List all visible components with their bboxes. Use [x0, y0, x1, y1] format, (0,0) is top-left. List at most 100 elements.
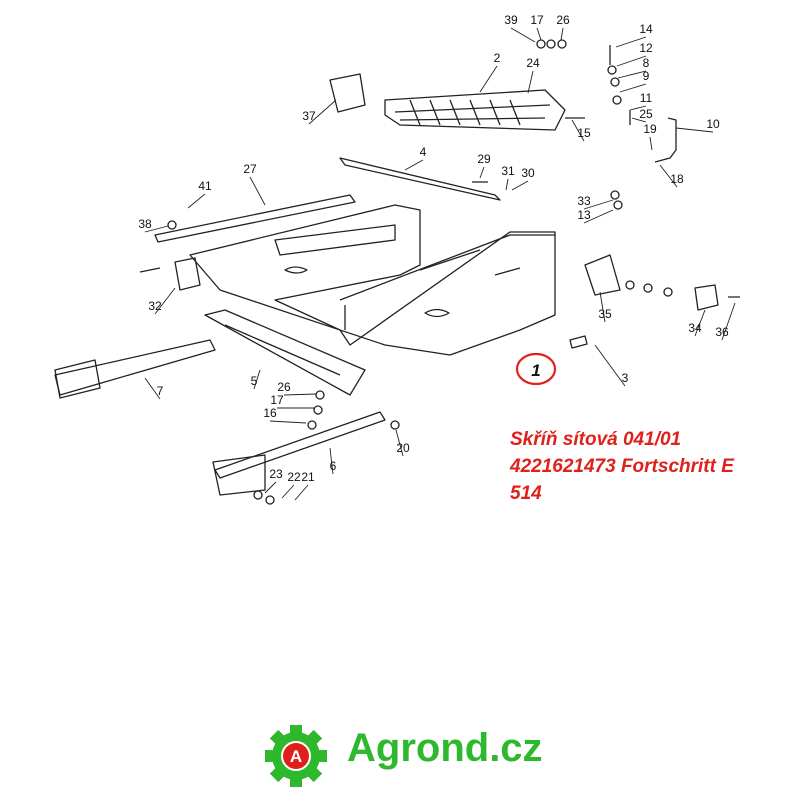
- part-label-8: 8: [643, 56, 650, 70]
- part-caption: Skříň sítová 041/01 4221621473 Fortschri…: [510, 426, 790, 507]
- leader-line: [510, 27, 536, 43]
- leader-line: [583, 199, 614, 210]
- caption-model: 514: [510, 483, 542, 504]
- leader-line: [619, 83, 647, 93]
- leader-line: [253, 369, 261, 390]
- logo-badge: [283, 743, 309, 769]
- leader-line: [283, 393, 317, 396]
- part-label-31: 31: [501, 164, 515, 178]
- leader-line: [249, 176, 266, 206]
- part-label-34: 34: [688, 321, 702, 335]
- leader-line: [395, 429, 404, 457]
- leader-line: [594, 344, 626, 387]
- highlighted-part-label: 1: [531, 361, 540, 380]
- bracket-34: [694, 284, 719, 311]
- part-label-27: 27: [243, 162, 257, 176]
- brand-name[interactable]: Agrond.cz: [347, 726, 543, 770]
- part-label-37: 37: [302, 109, 316, 123]
- part-label-36: 36: [715, 325, 729, 339]
- leader-line: [536, 27, 542, 41]
- caption-part-number: 4221621473 Fortschritt E: [510, 456, 734, 477]
- part-label-10: 10: [706, 117, 720, 131]
- leader-line: [659, 164, 678, 188]
- arm-7: [54, 339, 216, 396]
- leader-line: [511, 180, 529, 191]
- part-label-15: 15: [577, 126, 591, 140]
- leader-line: [616, 55, 647, 67]
- part-label-29: 29: [477, 152, 491, 166]
- leader-line: [144, 225, 169, 233]
- part-label-22: 22: [287, 470, 301, 484]
- logo-letter: A: [290, 747, 302, 766]
- top-tray: [384, 89, 566, 131]
- part-label-21: 21: [301, 470, 315, 484]
- leader-line: [269, 420, 307, 424]
- leader-line: [631, 117, 647, 123]
- leader-line: [144, 377, 161, 400]
- leader-line: [694, 309, 706, 337]
- part-label-3: 3: [622, 371, 629, 385]
- part-label-32: 32: [148, 299, 162, 313]
- part-label-5: 5: [251, 374, 258, 388]
- leader-line: [404, 159, 424, 171]
- part-label-14: 14: [639, 22, 653, 36]
- arm-6: [214, 411, 386, 479]
- part-label-23: 23: [269, 467, 283, 481]
- part-label-7: 7: [157, 384, 164, 398]
- part-label-26: 26: [556, 13, 570, 27]
- part-label-4: 4: [420, 145, 427, 159]
- part-label-30: 30: [521, 166, 535, 180]
- part-label-18: 18: [670, 172, 684, 186]
- part-label-19: 19: [643, 122, 657, 136]
- part-label-35: 35: [598, 307, 612, 321]
- part-label-9: 9: [643, 69, 650, 83]
- leader-line: [479, 65, 498, 93]
- part-label-38: 38: [138, 217, 152, 231]
- handle-10: [654, 117, 677, 163]
- part-label-2: 2: [494, 51, 501, 65]
- leader-line: [294, 484, 309, 501]
- part-3: [569, 335, 588, 349]
- part-label-39: 39: [504, 13, 518, 27]
- strip-27: [154, 194, 356, 243]
- part-label-16: 16: [263, 406, 277, 420]
- bar-4: [339, 157, 501, 201]
- leader-line: [329, 447, 334, 475]
- part-label-13: 13: [577, 208, 591, 222]
- leader-line: [479, 166, 485, 179]
- part-label-17: 17: [270, 393, 284, 407]
- leader-line: [154, 287, 176, 315]
- leader-line: [281, 484, 295, 499]
- leader-line: [571, 119, 585, 142]
- leader-line: [615, 36, 647, 48]
- diagram-drawing: [54, 39, 740, 505]
- part-label-33: 33: [577, 194, 591, 208]
- part-label-20: 20: [396, 441, 410, 455]
- sieve-box-body: [189, 204, 556, 356]
- part-label-17: 17: [530, 13, 544, 27]
- bracket-37: [329, 73, 366, 113]
- highlight-ring: [515, 352, 557, 386]
- leader-line: [617, 70, 647, 79]
- leader-lines: [144, 27, 736, 501]
- leader-line: [560, 27, 564, 41]
- leader-line: [649, 136, 653, 151]
- part-label-41: 41: [198, 179, 212, 193]
- sieve-box-rim: [339, 234, 555, 301]
- part-label-11: 11: [640, 91, 653, 105]
- part-label-6: 6: [330, 459, 337, 473]
- leader-line: [264, 481, 277, 494]
- sieve-frame-5: [204, 309, 366, 396]
- leader-line: [308, 99, 337, 125]
- leader-line: [583, 209, 614, 224]
- part-label-12: 12: [639, 41, 653, 55]
- leader-line: [599, 291, 606, 323]
- leader-line: [505, 178, 509, 191]
- leader-line: [527, 70, 534, 94]
- caption-title: Skříň sítová 041/01: [510, 429, 682, 450]
- sieve-box-rail: [274, 224, 396, 256]
- leader-line: [187, 193, 206, 209]
